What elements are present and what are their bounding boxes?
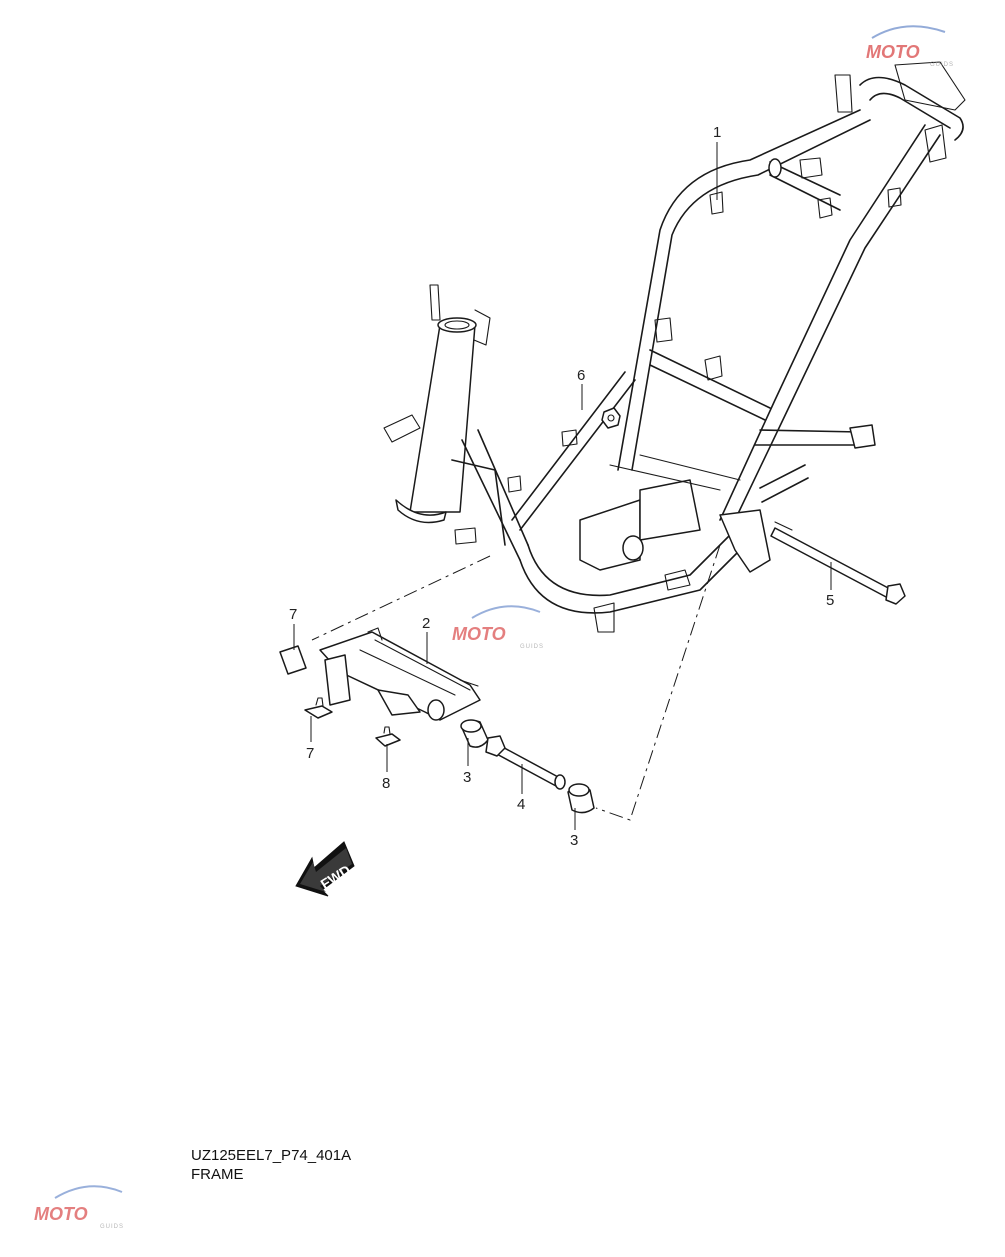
- clip-8: [375, 726, 401, 747]
- diagram-code: UZ125EEL7_P74_401A: [191, 1147, 352, 1164]
- leader-lines: [293, 142, 832, 830]
- watermark-top-right: MOTO GUIDS: [866, 25, 954, 68]
- callout-3b: 3: [570, 832, 578, 849]
- main-frame: [383, 61, 966, 633]
- callout-2: 2: [422, 615, 430, 632]
- callout-8: 8: [382, 775, 390, 792]
- watermark-sub-bottom: GUIDS: [100, 1224, 124, 1230]
- watermark-bottom-left: MOTO GUIDS: [34, 1185, 124, 1230]
- nut: [601, 407, 621, 429]
- callout-7b: 7: [306, 745, 314, 762]
- assembly-lines: [311, 544, 721, 821]
- callout-labels: 1 2 3 3 4 5 6 7 7 8: [289, 124, 834, 849]
- watermark-sub-top: GUIDS: [930, 62, 954, 68]
- callout-5: 5: [826, 592, 834, 609]
- callout-3a: 3: [463, 769, 471, 786]
- watermark-center: MOTO GUIDS: [452, 605, 544, 650]
- watermark-brand-top: MOTO: [866, 42, 920, 62]
- watermark-sub-center: GUIDS: [520, 644, 544, 650]
- callout-7a: 7: [289, 606, 297, 623]
- diagram-title: FRAME: [191, 1166, 244, 1183]
- cushion: [279, 645, 307, 675]
- long-bolt: [770, 521, 906, 605]
- callout-4: 4: [517, 796, 525, 813]
- callout-6: 6: [577, 367, 585, 384]
- watermark-brand-center: MOTO: [452, 624, 506, 644]
- callout-1: 1: [713, 124, 721, 141]
- mounting-bolt: [485, 735, 566, 790]
- bush-left: [460, 719, 489, 748]
- bush-right: [567, 783, 595, 814]
- clip-7: [304, 697, 333, 719]
- engine-hanger-bracket: [319, 627, 481, 721]
- forward-direction-arrow: FWD: [295, 841, 355, 897]
- watermark-brand-bottom: MOTO: [34, 1204, 88, 1224]
